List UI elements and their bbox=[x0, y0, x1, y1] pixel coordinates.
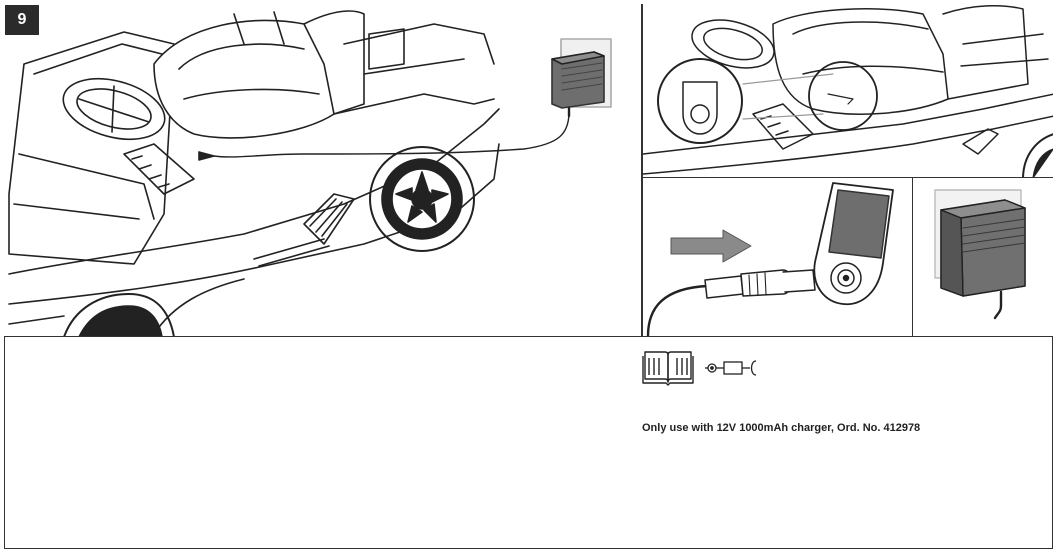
adapter-line-drawing bbox=[934, 189, 1026, 320]
step-number-badge: 9 bbox=[5, 5, 39, 35]
charger-requirement-note: Only use with 12V 1000mAh charger, Ord. … bbox=[642, 422, 921, 434]
open-book-icon bbox=[642, 348, 694, 393]
step-number: 9 bbox=[17, 11, 27, 28]
car-charging-illustration bbox=[4, 4, 642, 337]
plug-line-drawing bbox=[646, 182, 894, 336]
socket-line-drawing bbox=[643, 4, 1053, 178]
plug-insertion-illustration bbox=[642, 177, 914, 337]
symbol-row bbox=[642, 350, 762, 390]
dc-polarity-icon bbox=[704, 356, 762, 385]
wall-adapter-illustration bbox=[912, 177, 1053, 337]
car-line-drawing bbox=[8, 10, 612, 336]
charging-socket-detail bbox=[642, 4, 1053, 179]
